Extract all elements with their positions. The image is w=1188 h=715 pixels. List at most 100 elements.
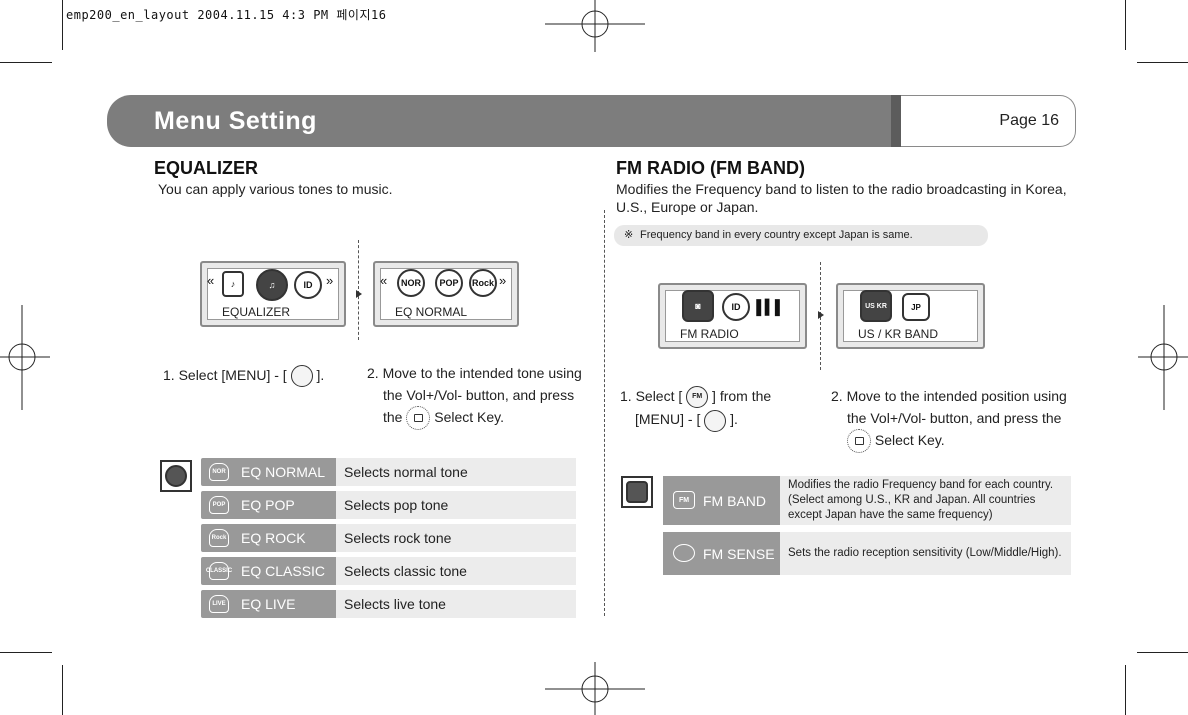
row-label: POP EQ POP — [201, 491, 336, 519]
step-line: the Select Key. — [367, 406, 582, 431]
right-arrow-icon: » — [499, 273, 507, 288]
fm-note: ※ Frequency band in every country except… — [614, 225, 988, 246]
note-text: Frequency band in every country except J… — [640, 229, 913, 241]
headphone-icon — [160, 460, 192, 492]
note-star-icon: ※ — [624, 229, 634, 241]
fm-step-2: 2. Move to the intended position using t… — [831, 385, 1067, 454]
step-text: the — [383, 409, 403, 425]
eq-normal-icon: NOR — [209, 463, 229, 481]
row-label-text: EQ ROCK — [241, 530, 306, 546]
page-number-box — [901, 95, 1076, 147]
lcd-screen-fm-radio: ◙ ID ▌▍▌ FM RADIO — [658, 283, 807, 349]
crop-mark — [0, 652, 52, 653]
row-label: FM FM BAND — [663, 476, 780, 525]
row-desc: Selects classic tone — [336, 557, 576, 585]
row-label: NOR EQ NORMAL — [201, 458, 336, 486]
us-kr-band-icon: US KR — [860, 290, 892, 322]
row-desc: Selects live tone — [336, 590, 576, 618]
registration-mark-top — [545, 0, 645, 52]
eq-live-icon: LIVE — [209, 595, 229, 613]
registration-mark-right — [1138, 305, 1188, 410]
lcd-screen-eq-normal: « NOR POP Rock » EQ NORMAL — [373, 261, 519, 327]
step-text: the Vol+/Vol- button, and press — [383, 387, 575, 403]
crop-mark — [1125, 665, 1126, 715]
crop-mark — [62, 665, 63, 715]
table-row: CLASSIC EQ CLASSIC Selects classic tone — [201, 557, 576, 585]
step-text: [MENU] - [ — [635, 411, 701, 428]
step-text: 1. Select [MENU] - [ — [163, 367, 287, 383]
id3-icon: ID — [294, 271, 322, 299]
lcd-screen-equalizer: « ♪ ♫ ID » EQUALIZER — [200, 261, 346, 327]
page-number: Page 16 — [999, 112, 1059, 129]
right-arrow-icon: » — [326, 273, 334, 288]
left-arrow-icon: « — [380, 273, 388, 288]
eq-normal-icon: NOR — [397, 269, 425, 297]
table-row: FM FM BAND Modifies the radio Frequency … — [663, 476, 1071, 525]
page-header: Menu Setting Page 16 — [107, 95, 1077, 147]
equalizer-intro: You can apply various tones to music. — [158, 181, 393, 197]
arrow-right-icon — [356, 290, 362, 298]
crop-mark — [1137, 62, 1188, 63]
step-text: ] from the — [712, 388, 772, 404]
lcd-caption: US / KR BAND — [858, 327, 939, 341]
arrow-right-icon — [818, 311, 824, 319]
eq-pop-icon: POP — [209, 496, 229, 514]
step-text: Select Key. — [874, 432, 945, 448]
select-key-icon — [847, 429, 871, 454]
step-text: the Vol+/Vol- button, and press the — [847, 410, 1062, 426]
registration-mark-bottom — [545, 662, 645, 715]
registration-mark-left — [0, 305, 50, 410]
fm-icon: FM — [686, 386, 709, 409]
row-desc: Selects normal tone — [336, 458, 576, 486]
step-line: [MENU] - [ ]. — [620, 408, 771, 432]
row-label-text: EQ NORMAL — [241, 464, 326, 480]
select-key-icon — [406, 406, 431, 431]
equalizer-step-2: 2. Move to the intended tone using the V… — [367, 362, 582, 431]
eq-classic-icon: CLASSIC — [206, 562, 232, 580]
id3-icon: ID — [722, 293, 750, 321]
table-row: FM SENSE Sets the radio reception sensit… — [663, 532, 1071, 575]
left-arrow-icon: « — [207, 273, 215, 288]
row-label-text: EQ LIVE — [241, 596, 296, 612]
radio-icon: ◙ — [682, 290, 714, 322]
step-text: 2. Move to the intended position using — [831, 388, 1067, 404]
equalizer-table: NOR EQ NORMAL Selects normal tone POP EQ P… — [201, 458, 576, 620]
row-desc: Modifies the radio Frequency band for ea… — [780, 476, 1071, 525]
radio-icon — [621, 476, 653, 508]
table-row: LIVE EQ LIVE Selects live tone — [201, 590, 576, 618]
page-title: Menu Setting — [154, 107, 317, 135]
equalizer-step-1: 1. Select [MENU] - [ ]. — [163, 364, 324, 388]
lcd-caption: FM RADIO — [680, 327, 739, 341]
step-text: ]. — [730, 411, 738, 428]
crop-mark — [1137, 652, 1188, 653]
row-desc: Sets the radio reception sensitivity (Lo… — [780, 532, 1071, 575]
fm-intro-line-2: U.S., Europe or Japan. — [616, 199, 759, 215]
step-line: Select Key. — [831, 429, 1067, 454]
column-divider — [604, 210, 605, 616]
row-desc: Selects rock tone — [336, 524, 576, 552]
equalizer-heading: EQUALIZER — [154, 158, 259, 178]
fm-step-1: 1. Select [ FM ] from the [MENU] - [ ]. — [620, 385, 771, 432]
step-text: 2. Move to the intended tone using — [367, 365, 582, 381]
row-label-text: FM BAND — [703, 492, 766, 509]
row-label-text: EQ POP — [241, 497, 295, 513]
antenna-icon — [673, 544, 695, 562]
print-slug: emp200_en_layout 2004.11.15 4:3 PM 페이지16 — [66, 8, 387, 22]
fm-heading: FM RADIO (FM BAND) — [616, 158, 805, 178]
step-line: 1. Select [ FM ] from the — [620, 385, 772, 409]
fm-icon: FM — [673, 491, 695, 509]
row-label: CLASSIC EQ CLASSIC — [201, 557, 336, 585]
headphone-icon — [290, 365, 313, 388]
header-bar — [107, 95, 894, 147]
jp-band-icon: JP — [902, 293, 930, 321]
crop-mark — [0, 62, 52, 63]
radio-icon — [704, 409, 727, 432]
lcd-screen-us-kr-band: US KR JP US / KR BAND — [836, 283, 985, 349]
row-desc: Selects pop tone — [336, 491, 576, 519]
step-text: Select Key. — [434, 409, 505, 425]
crop-mark — [1125, 0, 1126, 50]
header-divider — [891, 95, 901, 147]
row-label-text: EQ CLASSIC — [241, 563, 326, 579]
